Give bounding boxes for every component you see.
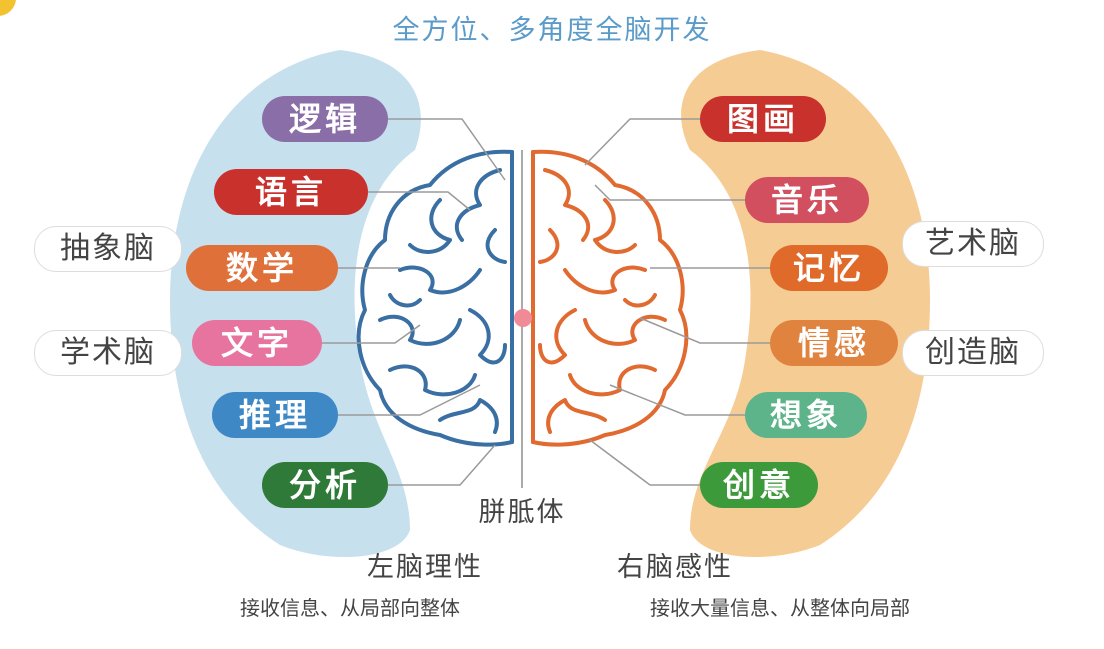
left-item-language: 语言 [214, 169, 368, 215]
left-brain-subcaption: 接收信息、从局部向整体 [240, 596, 460, 620]
left-brain-caption: 左脑理性 [367, 552, 483, 583]
diagram-title: 全方位、多角度全脑开发 [392, 15, 712, 46]
right-item-music: 音乐 [745, 177, 869, 223]
right-item-drawing: 图画 [700, 96, 826, 142]
right-item-imagination: 想象 [745, 392, 867, 438]
right-side-label-creative: 创造脑 [902, 330, 1044, 376]
right-connectors [584, 118, 770, 486]
left-connectors [322, 118, 506, 486]
right-item-emotion: 情感 [770, 320, 898, 366]
right-item-creativity: 创意 [700, 462, 818, 508]
left-item-reasoning: 推理 [212, 392, 338, 438]
left-item-math: 数学 [186, 245, 338, 291]
right-band [681, 50, 930, 557]
left-item-analysis: 分析 [262, 462, 388, 508]
right-hemisphere [531, 149, 689, 447]
corpus-callosum-label: 胼胝体 [478, 497, 566, 528]
left-side-label-abstract: 抽象脑 [34, 226, 182, 272]
right-side-label-art: 艺术脑 [902, 221, 1044, 267]
left-side-label-academic: 学术脑 [34, 330, 182, 376]
corpus-callosum-dot [514, 309, 532, 327]
right-brain-caption: 右脑感性 [617, 552, 733, 583]
left-item-writing: 文字 [192, 320, 322, 366]
right-brain-subcaption: 接收大量信息、从整体向局部 [650, 596, 910, 620]
left-item-logic: 逻辑 [262, 96, 388, 142]
left-hemisphere [356, 149, 514, 447]
right-item-memory: 记忆 [770, 245, 888, 291]
